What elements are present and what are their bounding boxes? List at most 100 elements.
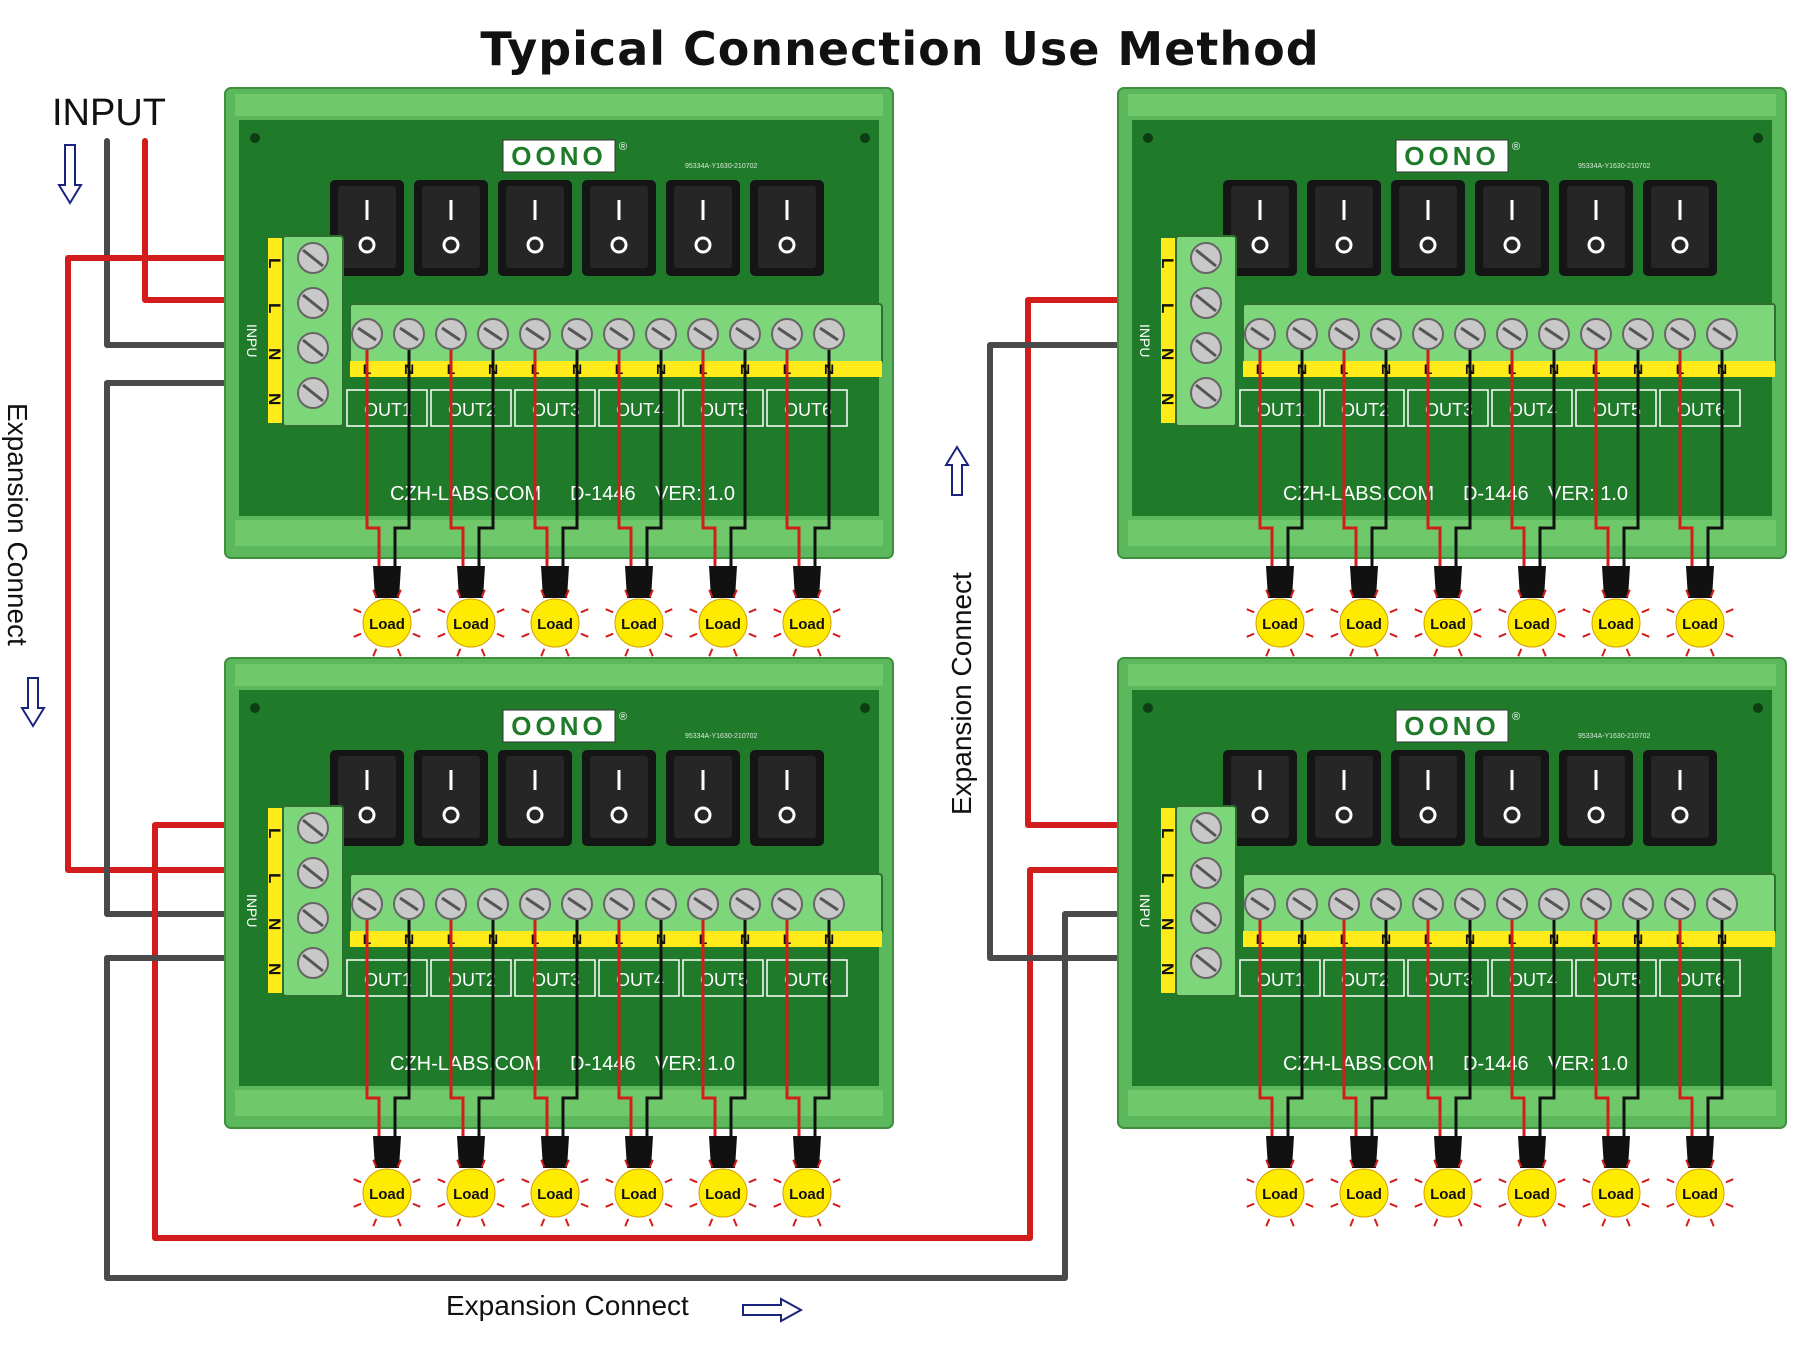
registered-mark: ® <box>1512 141 1520 153</box>
rocker-switch-face <box>1567 186 1625 268</box>
output-label: OUT4 <box>1509 400 1557 420</box>
output-screw-slot <box>1586 326 1606 342</box>
output-screw-slot <box>693 326 713 342</box>
load-wire-neutral <box>393 350 411 566</box>
output-label: OUT6 <box>784 970 832 990</box>
mount-hole <box>250 133 260 143</box>
load-ray <box>1330 1202 1339 1208</box>
input-screw-slot <box>302 383 324 403</box>
load-label: Load <box>369 1186 405 1203</box>
mount-hole <box>860 703 870 713</box>
load-label: Load <box>1346 616 1382 633</box>
output-screw-slot <box>1460 896 1480 912</box>
input-terminal-label: N <box>1158 918 1177 930</box>
brand-logo: OONO <box>1404 711 1499 741</box>
load-ray <box>605 632 614 638</box>
load-ray <box>1601 589 1607 598</box>
load-ray <box>664 1178 673 1184</box>
load-ray <box>1473 1202 1482 1208</box>
load-wire-neutral <box>477 920 495 1136</box>
load-bulb <box>1675 1168 1725 1218</box>
switch-off-mark <box>694 806 712 824</box>
load-ray <box>1641 1178 1650 1184</box>
load-ray <box>480 1218 486 1227</box>
pcb-code: 95334A-Y1630-210702 <box>1578 163 1651 170</box>
output-screw-slot <box>525 896 545 912</box>
load-ray <box>1433 589 1439 598</box>
output-label: OUT6 <box>1677 970 1725 990</box>
load-ray <box>480 589 486 598</box>
load-ray <box>1557 1202 1566 1208</box>
load-ray <box>1246 632 1255 638</box>
wire-expansion-bottom-neutral <box>104 911 1183 1281</box>
load-ray <box>1349 589 1355 598</box>
mount-hole <box>1143 133 1153 143</box>
rocker-switch-face <box>1399 186 1457 268</box>
output-screw-slot <box>441 326 461 342</box>
load-wire-neutral <box>1370 920 1388 1136</box>
output-label: OUT2 <box>448 400 496 420</box>
output-label-box <box>1407 959 1489 997</box>
load-wire-neutral <box>1622 920 1640 1136</box>
rocker-switch-face <box>1651 186 1709 268</box>
input-screw-slot <box>1195 953 1217 973</box>
rocker-switch-face <box>758 756 816 838</box>
switch-off-mark <box>1587 806 1605 824</box>
load-wire-neutral <box>729 920 747 1136</box>
load-ray <box>437 1178 446 1184</box>
load-ray <box>540 1159 546 1168</box>
output-label-box <box>514 389 596 427</box>
load-ray <box>1289 1218 1295 1227</box>
load-ray <box>1685 648 1691 657</box>
load-ray <box>480 1159 486 1168</box>
load-ray <box>773 632 782 638</box>
load-wire-live <box>1426 350 1442 566</box>
input-terminal-label: N <box>265 393 284 405</box>
load-ray <box>1541 1159 1547 1168</box>
load-ray <box>708 589 714 598</box>
frame-bottom-rail <box>1128 1090 1776 1116</box>
output-label-box <box>766 389 848 427</box>
load-wire-live <box>617 920 633 1136</box>
rocker-switch-face <box>338 756 396 838</box>
input-screw-slot <box>302 863 324 883</box>
load-ray <box>353 632 362 638</box>
output-screw-slot <box>1670 896 1690 912</box>
load-socket <box>625 566 653 598</box>
load-ray <box>1641 632 1650 638</box>
load-ray <box>664 1202 673 1208</box>
rocker-switch-face <box>590 756 648 838</box>
output-screw-slot <box>1334 326 1354 342</box>
mount-hole <box>1753 133 1763 143</box>
load-socket <box>1434 1136 1462 1168</box>
version-label: VER: 1.0 <box>1548 1053 1628 1075</box>
switch-off-mark <box>358 806 376 824</box>
output-label-box <box>1239 959 1321 997</box>
input-screw-slot <box>302 908 324 928</box>
registered-mark: ® <box>1512 711 1520 723</box>
load-ray <box>1498 1178 1507 1184</box>
output-label-box <box>430 959 512 997</box>
rocker-switch-face <box>1651 756 1709 838</box>
load-ray <box>1373 1159 1379 1168</box>
output-screw-slot <box>1292 326 1312 342</box>
output-label: OUT2 <box>448 970 496 990</box>
load-ray <box>1725 1178 1734 1184</box>
registered-mark: ® <box>619 141 627 153</box>
load-ray <box>396 648 402 657</box>
load-ray <box>1541 589 1547 598</box>
load-wire-live <box>701 920 717 1136</box>
output-label: OUT3 <box>532 970 580 990</box>
load-label: Load <box>1682 1186 1718 1203</box>
load-socket <box>1518 566 1546 598</box>
input-terminal-label: N <box>1158 963 1177 975</box>
load-wire-neutral <box>1454 920 1472 1136</box>
wire-expansion-left-neutral <box>104 380 293 917</box>
load-socket <box>1434 566 1462 598</box>
load-ray <box>1666 632 1675 638</box>
output-screw-slot <box>819 896 839 912</box>
website-label: CZH-LABS.COM <box>1283 483 1434 505</box>
output-label-strip <box>350 361 882 377</box>
load-label: Load <box>453 616 489 633</box>
